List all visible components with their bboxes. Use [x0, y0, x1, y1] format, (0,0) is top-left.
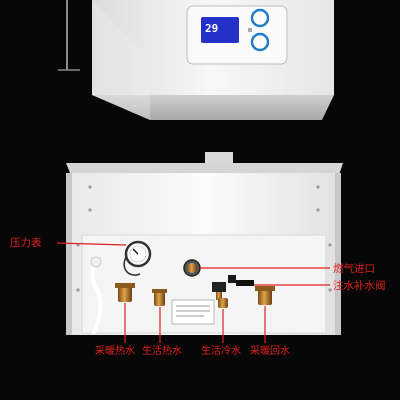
bottom-dial-knob	[250, 32, 270, 52]
power-cable	[90, 260, 103, 334]
wall-bracket	[58, 0, 80, 71]
pressure-gauge	[123, 240, 152, 276]
gas-valve-knob	[228, 275, 254, 286]
top-dial-knob	[250, 8, 270, 28]
top-boiler-bottom-face	[92, 95, 334, 120]
water-fill-valve	[212, 282, 226, 300]
flue-connector	[205, 152, 233, 164]
label-pressure-gauge: 压力表	[10, 237, 42, 249]
callout-lines	[56, 242, 330, 343]
top-boiler-side-highlight	[92, 0, 150, 120]
label-gas-inlet: 燃气进口	[333, 263, 375, 275]
cold-inlet-fitting	[218, 298, 228, 308]
label-heating-outlet: 采暖热水	[95, 346, 135, 357]
lcd-display	[201, 17, 239, 43]
heating-return-fitting	[255, 286, 275, 305]
panel-indicator	[248, 28, 252, 32]
gas-inlet-fitting	[183, 259, 201, 277]
label-heating-return: 采暖回水	[250, 346, 290, 357]
label-water-fill-valve: 注水补水阀	[333, 280, 386, 292]
label-dhw-outlet: 生活热水	[142, 346, 182, 357]
dhw-outlet-fitting	[152, 289, 167, 306]
rating-plate	[171, 299, 215, 325]
heating-outlet-fitting	[115, 283, 135, 302]
top-boiler	[92, 0, 334, 120]
lcd-temperature: 29	[205, 22, 219, 35]
label-cold-inlet: 生活冷水	[201, 346, 241, 357]
